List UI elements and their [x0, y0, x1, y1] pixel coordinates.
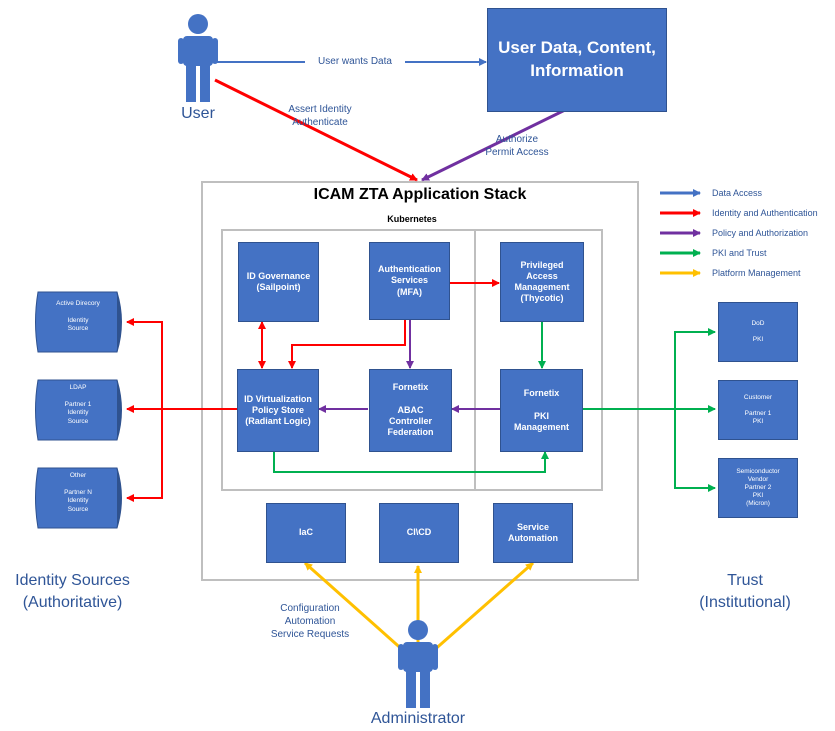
trust-caption: Trust (Institutional) [699, 572, 791, 611]
user-wants-data-label: User wants Data [305, 55, 405, 68]
legend-policy-authorization: Policy and Authorization [712, 228, 809, 238]
cylinder-ldap [35, 379, 122, 441]
assert-identity-arrow [214, 78, 418, 182]
id-virtualization-box: ID Virtualization Policy Store (Radiant … [237, 369, 319, 452]
user-label: User [181, 105, 215, 122]
auth-to-virtualization-arrow [288, 320, 406, 369]
administrator-label: Administrator [370, 710, 466, 727]
other-source-text: Other Partner N Identity Source [64, 472, 92, 513]
active-directory-text: Active Direcory Identity Source [56, 300, 100, 333]
privileged-access-box: Privileged Access Management (Thycotic) [500, 242, 584, 322]
trust-branch-bottom-arrow [674, 409, 716, 492]
admin-to-automation-arrow [431, 561, 534, 654]
authorize-arrow [421, 108, 566, 182]
administrator-person-icon [398, 620, 438, 708]
sources-branch-bottom-arrow [126, 409, 163, 502]
cylinder-active-directory [35, 291, 122, 353]
assert-identity-label: Assert Identity Authenticate [288, 104, 352, 128]
service-automation-box: Service Automation [493, 503, 573, 563]
cylinder-other [35, 467, 122, 529]
identity-sources-caption: Identity Sources (Authoritative) [15, 572, 130, 611]
ldap-text: LDAP Partner 1 Identity Source [64, 384, 92, 425]
pki-management-box: Fornetix PKI Management [500, 369, 583, 452]
dod-pki-box: DoD PKI [718, 302, 798, 362]
authentication-services-box: Authentication Services (MFA) [369, 242, 450, 320]
config-automation-label: Configuration Automation Service Request… [270, 603, 350, 640]
stack-frame [201, 181, 639, 581]
trust-branch-top-arrow [674, 328, 716, 409]
authorize-label: Authorize Permit Access [485, 134, 549, 158]
virtualization-to-pki-arrow [273, 451, 549, 473]
stack-title: ICAM ZTA Application Stack [313, 186, 527, 203]
abac-controller-box: Fornetix ABAC Controller Federation [369, 369, 452, 452]
semiconductor-pki-box: Semiconductor Vendor Partner 2 PKI (Micr… [718, 458, 798, 518]
id-governance-box: ID Governance (Sailpoint) [238, 242, 319, 322]
customer-pki-box: Customer Partner 1 PKI [718, 380, 798, 440]
sources-branch-top-arrow [126, 318, 163, 409]
user-person-icon [178, 14, 218, 102]
legend-pki-trust: PKI and Trust [712, 248, 767, 258]
admin-to-iac-arrow [304, 561, 406, 654]
iac-box: IaC [266, 503, 346, 563]
kubernetes-label: Kubernetes [387, 214, 437, 224]
user-data-box: User Data, Content, Information [487, 8, 667, 112]
legend-identity-authentication: Identity and Authentication [712, 208, 818, 218]
kubernetes-frame [221, 229, 603, 491]
legend-platform-management: Platform Management [712, 268, 801, 278]
legend-data-access: Data Access [712, 188, 763, 198]
cicd-box: CI\CD [379, 503, 459, 563]
